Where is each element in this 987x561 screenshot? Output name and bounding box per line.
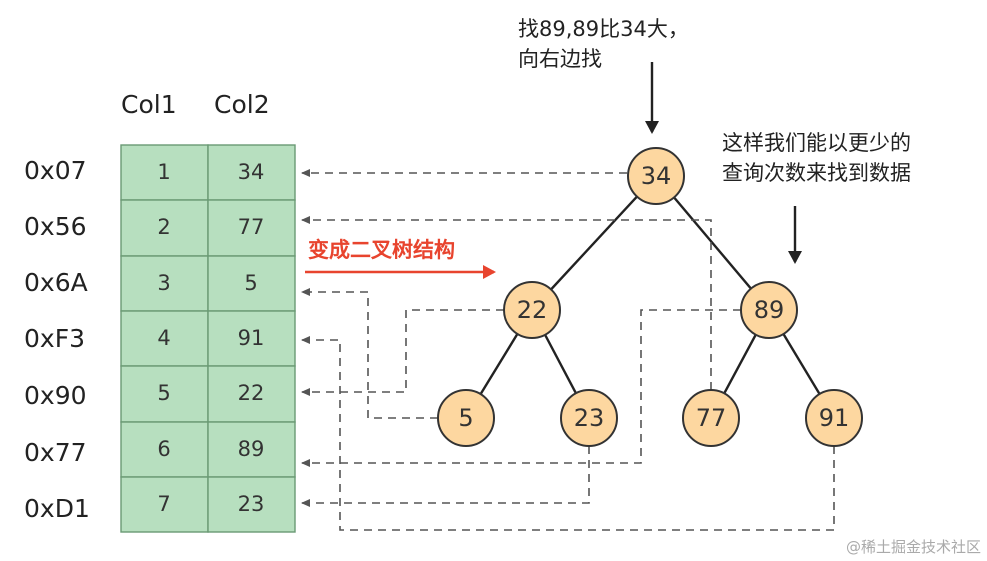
table-cell-col1: 2 — [157, 214, 171, 239]
table-grid — [120, 144, 296, 533]
table-cell-col2: 5 — [244, 270, 258, 295]
table-cell-col2: 89 — [237, 436, 265, 461]
tree-node-label: 22 — [516, 296, 548, 324]
search-note: 找89,89比34大， 向右边找 — [518, 17, 689, 71]
tree-nodes — [437, 147, 863, 447]
link-5 — [301, 288, 438, 419]
watermark: @稀土掘金技术社区 — [845, 538, 981, 556]
table-cell-col1: 1 — [157, 159, 171, 184]
tree-node-22 — [503, 281, 561, 339]
address-label: 0x07 — [24, 156, 87, 185]
table-cell-col2: 23 — [237, 491, 265, 516]
table-cell-col2: 77 — [237, 214, 265, 239]
table-cell-bg — [207, 199, 296, 257]
table-cell-col2: 91 — [237, 325, 265, 350]
address-label: 0xD1 — [24, 494, 90, 523]
address-label: 0x77 — [24, 438, 87, 467]
table-cell-col1: 5 — [157, 380, 171, 405]
tree-node-label: 91 — [818, 404, 850, 432]
table-cell-bg — [120, 144, 209, 201]
address-label: 0x90 — [24, 381, 87, 410]
col2-header: Col2 — [214, 90, 270, 119]
table-cell-col1: 6 — [157, 436, 171, 461]
address-label: 0x56 — [24, 212, 87, 241]
table-cell-bg — [207, 144, 296, 201]
tree-node-91 — [805, 389, 863, 447]
table-cell-bg — [207, 476, 296, 533]
table-cell-col2: 34 — [237, 159, 265, 184]
table-cell-bg — [207, 310, 296, 367]
link-77 — [301, 216, 712, 390]
table-cell-bg — [207, 255, 296, 312]
tree-node-label: 89 — [753, 296, 785, 324]
tree-node-34 — [627, 147, 685, 205]
col1-header: Col1 — [121, 90, 177, 119]
table-cell-col2: 22 — [237, 380, 265, 405]
tree-node-23 — [560, 389, 618, 447]
tree-node-label: 34 — [640, 162, 672, 190]
table-cell-col1: 3 — [157, 270, 171, 295]
pointer-links — [301, 169, 835, 531]
tree-node-5 — [437, 389, 495, 447]
tree-node-label: 5 — [458, 404, 474, 432]
tree-node-89 — [740, 281, 798, 339]
edge-34-22 — [531, 175, 657, 311]
table-cell-bg — [207, 365, 296, 423]
table-cell-bg — [120, 199, 209, 257]
link-91 — [301, 336, 835, 531]
link-89 — [301, 309, 741, 467]
link-22 — [301, 309, 504, 396]
table-cell-col1: 7 — [157, 491, 171, 516]
link-23 — [301, 446, 590, 507]
edge-34-89 — [655, 175, 770, 311]
table-cell-bg — [120, 476, 209, 533]
tree-node-label: 23 — [573, 404, 605, 432]
table-cell-bg — [207, 421, 296, 478]
address-label: 0x6A — [24, 268, 88, 297]
tree-node-label: 77 — [695, 404, 727, 432]
transform-label: 变成二叉树结构 — [308, 238, 455, 262]
efficiency-note: 这样我们能以更少的 查询次数来找到数据 — [722, 131, 911, 185]
address-label: 0xF3 — [24, 324, 85, 353]
tree-node-77 — [682, 389, 740, 447]
table-cell-col1: 4 — [157, 325, 171, 350]
